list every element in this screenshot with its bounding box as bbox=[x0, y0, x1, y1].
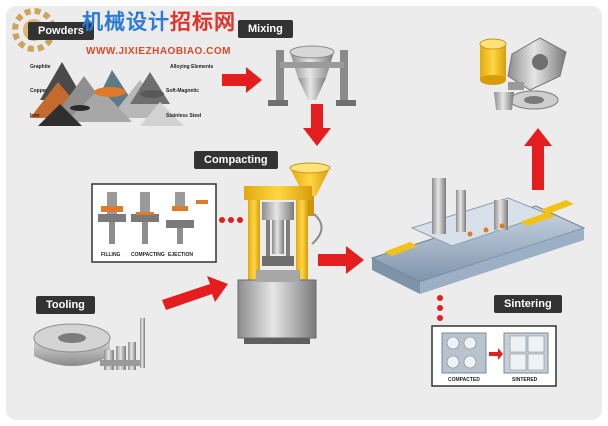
watermark-title-part2: 招标网 bbox=[170, 10, 236, 34]
powder-piles bbox=[30, 62, 184, 126]
state-sintered: SINTERED bbox=[512, 377, 538, 383]
powder-label-soft-magnetic: Soft-Magnetic bbox=[166, 88, 199, 94]
powder-label-alloying: Alloying Elements bbox=[170, 64, 214, 70]
label-sintering: Sintering bbox=[494, 295, 562, 313]
dotted-connector-sintering bbox=[437, 295, 443, 321]
sintering-furnace bbox=[370, 178, 586, 294]
step-filling: FILLING bbox=[101, 252, 121, 258]
step-compacting: COMPACTING bbox=[131, 252, 165, 258]
arrow-to-sintering bbox=[318, 246, 364, 274]
watermark-title-part1: 机械设计 bbox=[82, 10, 170, 34]
arrow-from-tooling bbox=[162, 276, 228, 310]
powder-label-stainless: Stainless Steel bbox=[166, 113, 202, 119]
arrow-to-parts bbox=[524, 128, 552, 190]
label-tooling: Tooling bbox=[36, 296, 95, 314]
label-powders: Powders bbox=[28, 22, 94, 40]
compaction-steps-inset: FILLING COMPACTING EJECTION bbox=[91, 183, 217, 263]
dotted-connector-compacting bbox=[219, 217, 243, 223]
sintering-inset: COMPACTED SINTERED bbox=[431, 325, 557, 387]
powder-label-iron: Iron bbox=[30, 113, 39, 119]
label-compacting: Compacting bbox=[194, 151, 278, 169]
flow-arrows bbox=[162, 67, 552, 310]
watermark-title: 机械设计招标网 bbox=[82, 6, 236, 36]
step-ejection: EJECTION bbox=[168, 252, 193, 258]
arrow-to-compacting bbox=[303, 104, 331, 146]
mixer-machine bbox=[268, 45, 356, 106]
powder-label-graphite: Graphite bbox=[30, 64, 51, 70]
tooling-parts bbox=[33, 318, 145, 370]
finished-parts bbox=[479, 37, 567, 110]
state-compacted: COMPACTED bbox=[448, 377, 480, 383]
watermark-url: WWW.JIXIEZHAOBIAO.COM bbox=[86, 46, 231, 57]
powder-label-copper: Copper bbox=[30, 88, 48, 94]
compacting-press bbox=[237, 162, 331, 344]
arrow-to-mixing bbox=[222, 67, 262, 93]
label-mixing: Mixing bbox=[238, 20, 293, 38]
